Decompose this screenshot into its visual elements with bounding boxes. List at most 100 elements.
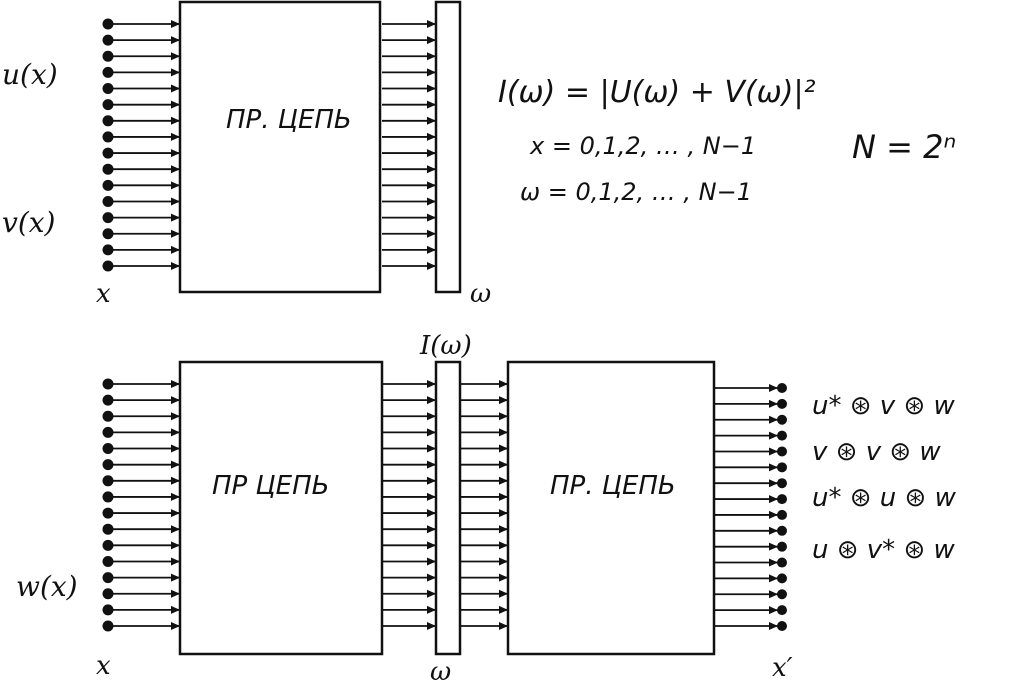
input-node	[102, 83, 114, 95]
arrowhead	[499, 428, 508, 437]
arrowhead	[427, 444, 436, 453]
input-node	[102, 244, 114, 256]
input-node	[102, 50, 114, 62]
output-node	[777, 383, 787, 393]
arrowhead	[427, 181, 436, 190]
bottom-axis-mid: ω	[430, 657, 451, 685]
arrowhead	[171, 165, 180, 174]
input-node	[102, 539, 114, 551]
output-node	[777, 430, 787, 441]
arrowhead	[427, 622, 436, 630]
arrowhead	[427, 525, 436, 534]
output-expression: u ⊛ v* ⊛ w	[812, 535, 955, 565]
arrowhead	[427, 116, 436, 125]
arrowhead	[499, 622, 508, 630]
arrowhead	[499, 476, 508, 485]
arrowhead	[171, 68, 180, 77]
arrowhead	[427, 380, 436, 388]
input-node	[102, 604, 114, 616]
top-input-label-u: u(x)	[2, 58, 58, 91]
bottom-left-block-label: ПР ЦЕПЬ	[212, 471, 330, 501]
arrowhead	[499, 444, 508, 453]
top-transform-block	[178, 0, 382, 294]
input-node	[102, 459, 114, 471]
arrowhead	[427, 557, 436, 566]
output-expression: u* ⊛ v ⊛ w	[812, 391, 955, 421]
arrowhead	[171, 605, 180, 614]
input-node	[102, 34, 114, 46]
arrowhead	[427, 68, 436, 77]
arrowhead	[499, 557, 508, 566]
input-node	[102, 18, 114, 30]
arrowhead	[427, 149, 436, 158]
arrowhead	[171, 181, 180, 190]
arrowhead	[427, 100, 436, 109]
output-node	[777, 509, 787, 520]
arrowhead	[427, 589, 436, 598]
arrowhead	[499, 509, 508, 518]
arrowhead	[427, 541, 436, 550]
output-node	[777, 446, 787, 457]
input-node	[102, 179, 114, 191]
arrowhead	[499, 380, 508, 388]
arrowhead	[427, 262, 436, 270]
input-node	[102, 620, 114, 632]
input-node	[102, 260, 114, 272]
bottom-intensity-bar	[434, 360, 462, 656]
arrowhead	[769, 558, 778, 567]
top-input-label-v: v(x)	[2, 206, 55, 239]
input-node	[102, 426, 114, 438]
arrowhead	[769, 384, 778, 392]
output-node	[777, 573, 787, 584]
arrowhead	[427, 229, 436, 238]
top-mid-wires	[382, 20, 436, 270]
arrowhead	[499, 412, 508, 421]
arrowhead	[171, 52, 180, 61]
input-node	[102, 115, 114, 127]
top-block-label: ПР. ЦЕПЬ	[226, 105, 352, 135]
arrowhead	[171, 428, 180, 437]
bottom-right-block-label: ПР. ЦЕПЬ	[550, 471, 676, 501]
arrowhead	[499, 525, 508, 534]
arrowhead	[427, 428, 436, 437]
arrowhead	[427, 213, 436, 222]
input-node	[102, 443, 114, 455]
arrowhead	[769, 479, 778, 488]
arrowhead	[769, 622, 778, 630]
arrowhead	[427, 396, 436, 405]
output-node	[777, 525, 787, 536]
arrowhead	[171, 36, 180, 45]
arrowhead	[171, 197, 180, 206]
arrowhead	[769, 495, 778, 504]
arrowhead	[427, 245, 436, 254]
output-node	[777, 494, 787, 505]
input-node	[102, 572, 114, 584]
arrowhead	[171, 245, 180, 254]
arrowhead	[171, 525, 180, 534]
input-node	[102, 410, 114, 422]
arrowhead	[427, 412, 436, 421]
arrowhead	[427, 197, 436, 206]
input-node	[102, 66, 114, 78]
input-node	[102, 475, 114, 487]
arrowhead	[171, 229, 180, 238]
arrowhead	[171, 213, 180, 222]
top-input-wires	[102, 18, 180, 272]
formula-intensity: I(ω) = |U(ω) + V(ω)|²	[498, 75, 816, 110]
arrowhead	[769, 510, 778, 519]
bottom-mid-label: I(ω)	[419, 331, 472, 361]
input-node	[102, 523, 114, 535]
arrowhead	[499, 541, 508, 550]
arrowhead	[427, 476, 436, 485]
input-node	[102, 147, 114, 159]
input-node	[102, 163, 114, 175]
formula-n: N = 2ⁿ	[852, 128, 956, 166]
bottom-output-wires	[714, 383, 787, 631]
arrowhead	[171, 460, 180, 469]
arrowhead	[171, 116, 180, 125]
arrowhead	[499, 396, 508, 405]
arrowhead	[769, 574, 778, 583]
bottom-input-wires	[102, 378, 180, 632]
arrowhead	[769, 590, 778, 599]
formula-x-range: x = 0,1,2, … , N−1	[529, 132, 756, 160]
